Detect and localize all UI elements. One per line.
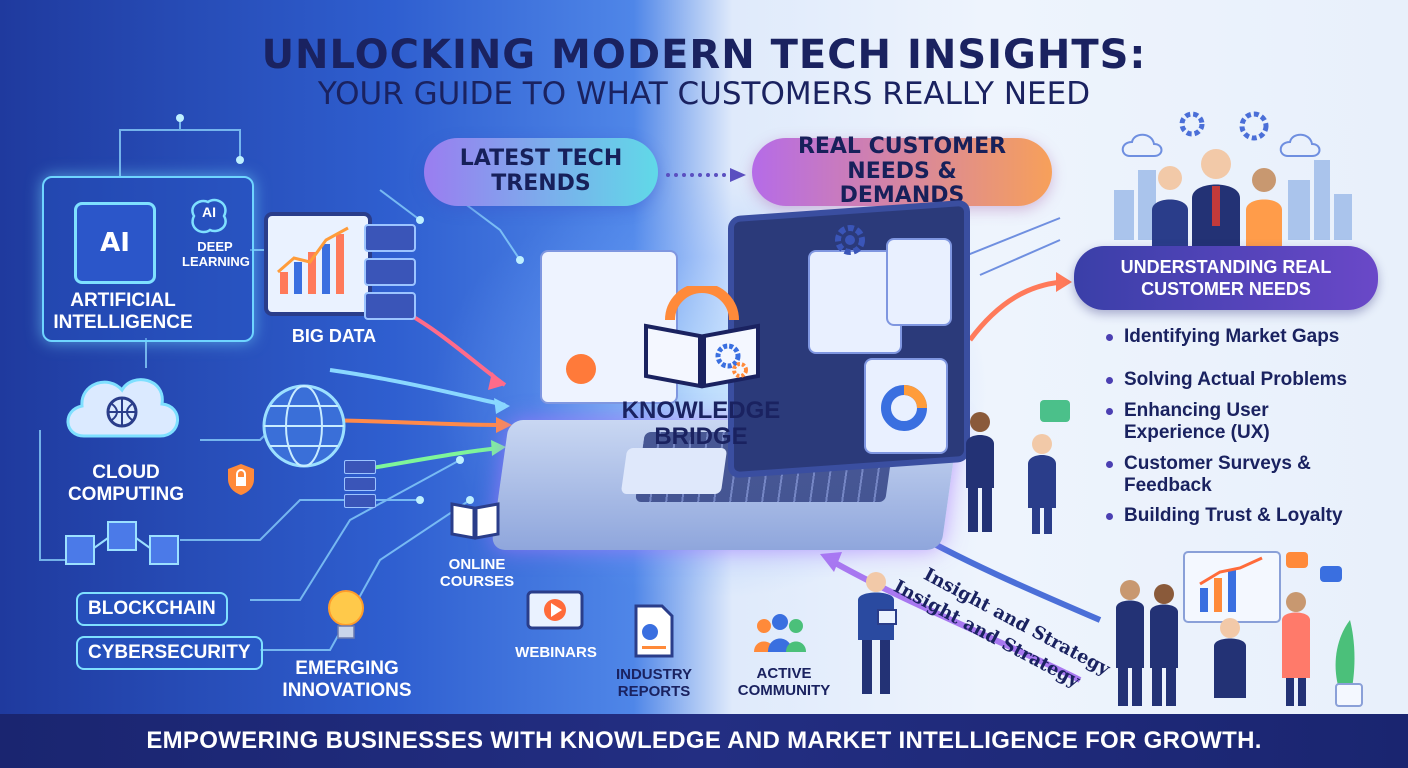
community-group-icon [754,614,806,652]
cybersecurity-tag: CYBERSECURITY [76,636,263,670]
customer-needs-list: Identifying Market Gaps Solving Actual P… [1104,326,1394,528]
laptop-touchpad [620,448,728,494]
video-play-icon [526,590,584,630]
big-data-monitor [264,212,372,316]
footer-tagline: EMPOWERING BUSINESSES WITH KNOWLEDGE AND… [146,727,1262,754]
ai-small-chip-label: AI [202,204,216,220]
business-people-talking [966,400,1070,534]
list-item: Building Trust & Loyalty [1104,505,1394,527]
page-subtitle: YOUR GUIDE TO WHAT CUSTOMERS REALLY NEED [317,76,1091,112]
active-community-label: ACTIVE COMMUNITY [737,665,831,699]
business-team-icon [1152,149,1282,250]
dotted-arrow-icon [666,168,746,182]
ai-chip-icon: AI [74,202,156,284]
gear-cloud-icons [1121,111,1321,157]
cloud-computing-label: CLOUD COMPUTING [67,462,185,505]
pie-chart-panel [886,238,952,326]
understanding-needs-heading-text: UNDERSTANDING REAL CUSTOMER NEEDS [1120,256,1332,300]
online-courses-label: ONLINE COURSES [439,556,515,591]
page-title: UNLOCKING MODERN TECH INSIGHTS: [261,32,1147,78]
big-data-label: BIG DATA [291,326,377,346]
webinars-label: WEBINARS [515,644,597,661]
footer-banner: EMPOWERING BUSINESSES WITH KNOWLEDGE AND… [0,714,1408,768]
team-presentation [1116,551,1363,707]
small-server-icon [344,460,376,508]
open-book-gear-icon [644,286,760,389]
emerging-innovations-label: EMERGING INNOVATIONS [282,658,412,701]
list-item: Enhancing User Experience (UX) [1104,400,1324,445]
donut-chart-panel [864,358,948,454]
list-item: Identifying Market Gaps [1104,326,1394,348]
blockchain-cubes-icon [65,521,179,565]
artificial-intelligence-label: ARTIFICIAL INTELLIGENCE [53,290,193,333]
book-icon [450,502,500,540]
server-stack-icon [364,224,416,320]
blockchain-tag: BLOCKCHAIN [76,592,228,626]
knowledge-bridge-label: KNOWLEDGE BRIDGE [621,397,781,450]
donut-chart-icon [881,385,927,431]
understanding-needs-heading: UNDERSTANDING REAL CUSTOMER NEEDS [1074,246,1378,310]
shield-lock-icon [228,464,254,495]
list-item: Solving Actual Problems [1104,369,1394,391]
industry-reports-label: INDUSTRY REPORTS [615,666,693,701]
real-customer-needs-pill: REAL CUSTOMER NEEDS & DEMANDS [752,134,1052,208]
list-item: Customer Surveys & Feedback [1104,453,1324,498]
person-with-tablet [858,572,897,694]
cloud-icon [66,378,179,438]
brain-icon [191,198,227,234]
report-document-icon [634,604,674,658]
lightbulb-icon [328,590,364,639]
gear-icon [835,225,865,255]
city-skyline-icon [1114,160,1352,240]
play-button-icon [566,354,596,384]
deep-learning-label: DEEP LEARNING [182,239,250,269]
globe-icon [262,384,346,468]
bar-chart-icon [277,226,349,294]
latest-tech-trends-pill: LATEST TECH TRENDS [424,138,658,206]
